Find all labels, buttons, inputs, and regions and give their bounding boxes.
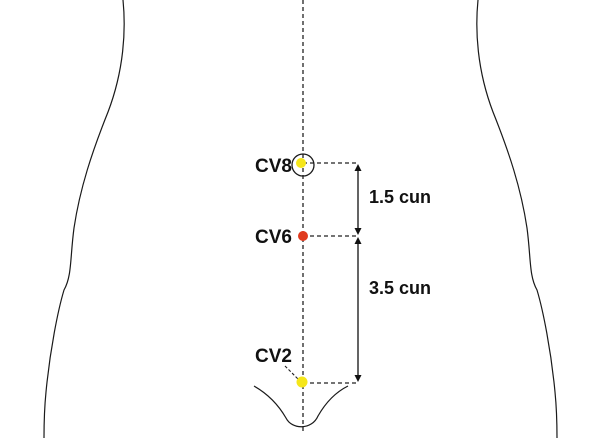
cv8-ring [291,153,315,177]
pubic-curve [253,385,349,428]
label-cv2: CV2 [255,346,292,367]
torso-right-contour [476,0,558,438]
point-cv8 [291,153,315,177]
label-cv6: CV6 [255,227,292,248]
torso-left-contour [43,0,125,438]
label-cv8: CV8 [255,156,292,177]
torso-outline [43,0,558,438]
label-distance-2: 3.5 cun [369,278,431,298]
point-cv2 [296,376,308,388]
cv8-dot [296,158,306,168]
dimension-cv6-cv2 [354,237,362,382]
dimension-cv8-cv6 [354,164,362,235]
point-cv6 [298,231,308,241]
cv2-leader-line [284,365,299,380]
label-distance-1: 1.5 cun [369,187,431,207]
measurement-arrows [354,164,362,382]
level-guides [303,162,358,384]
